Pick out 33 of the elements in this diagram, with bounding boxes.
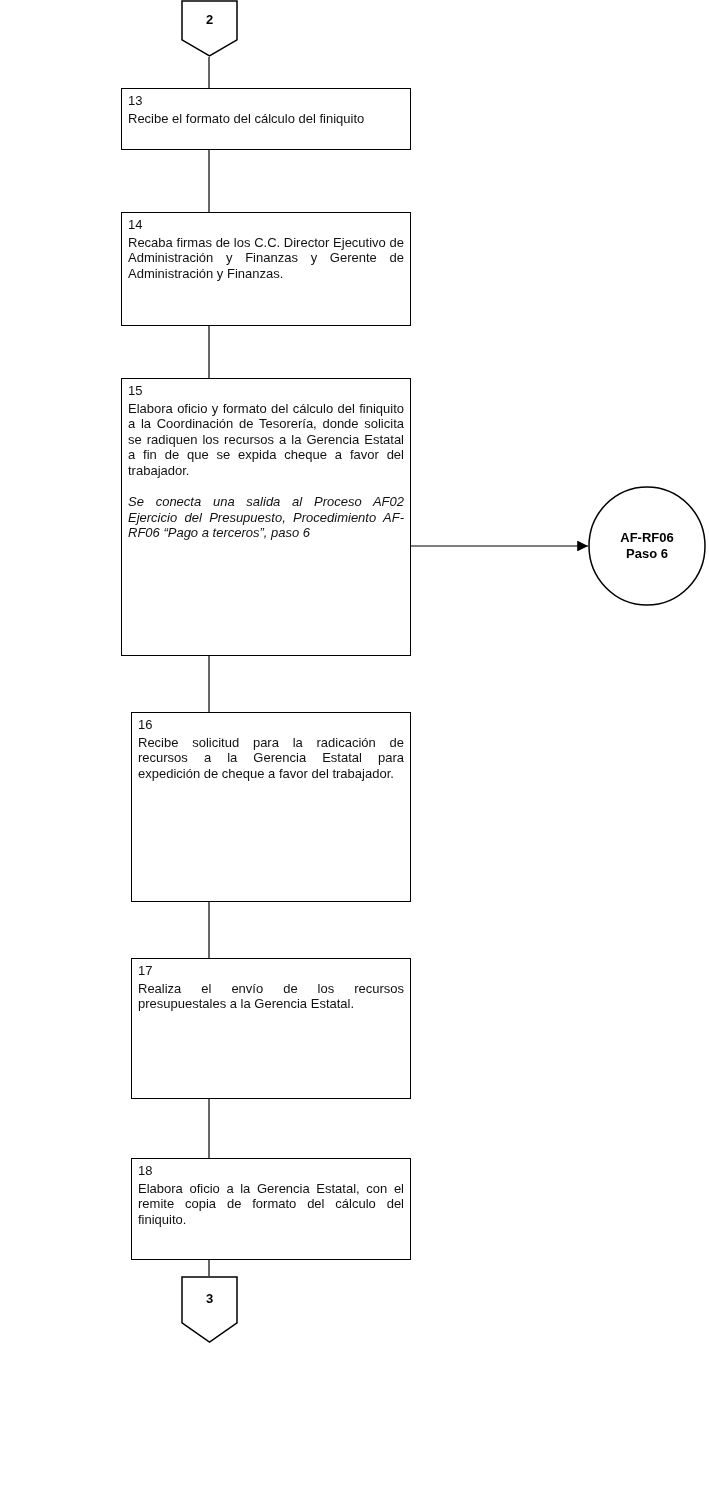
step-description: Realiza el envío de los recursos presupuestales a la Gerencia Estatal. — [138, 980, 404, 1012]
step-number: 18 — [138, 1163, 154, 1179]
connector-circle — [588, 486, 706, 606]
step-number: 17 — [138, 963, 154, 979]
connector-line — [208, 655, 210, 713]
step-description: Recaba firmas de los C.C. Director Ejecutivo de Administración y Finanzas y Gerente de Administración y Finanzas. — [128, 234, 404, 281]
connector-label: AF-RF06 Paso 6 — [619, 530, 675, 562]
connector-label: 2 — [204, 11, 215, 28]
process-box — [131, 958, 411, 1099]
off-page-connector — [181, 0, 238, 57]
process-box — [121, 88, 411, 150]
process-box — [131, 712, 411, 902]
arrow — [410, 540, 589, 552]
step-description: Elabora oficio y formato del cálculo del finiquito a la Coordinación de Tesorería, donde solicita se radiquen los recursos a la Gerencia Estatal a fin de que se expida cheque a favor del trabajador. — [128, 400, 404, 478]
step-description: Elabora oficio a la Gerencia Estatal, con el remite copia de formato del cálculo del finiquito. — [138, 1180, 404, 1227]
step-number: 14 — [128, 217, 144, 233]
note-text: Se conecta una salida al Proceso AF02 Ejercicio del Presupuesto, Procedimiento AF-RF06 “Pago a terceros”, paso 6 — [128, 494, 404, 541]
step-number: 16 — [138, 717, 154, 733]
step-number: 15 — [128, 383, 144, 399]
process-box — [121, 378, 411, 656]
step-description: Recibe solicitud para la radicación de recursos a la Gerencia Estatal para expedición de cheque a favor del trabajador. — [138, 734, 404, 781]
connector-line — [208, 1259, 210, 1277]
connector-line — [208, 56, 210, 89]
off-page-connector — [181, 1276, 238, 1343]
process-box — [121, 212, 411, 326]
step-description: Recibe el formato del cálculo del finiquito — [128, 110, 366, 126]
connector-line — [208, 149, 210, 213]
step-number: 13 — [128, 93, 144, 109]
connector-line — [208, 325, 210, 379]
connector-line — [208, 1098, 210, 1159]
connector-line — [208, 901, 210, 959]
connector-label: 3 — [204, 1291, 215, 1308]
process-box — [131, 1158, 411, 1260]
